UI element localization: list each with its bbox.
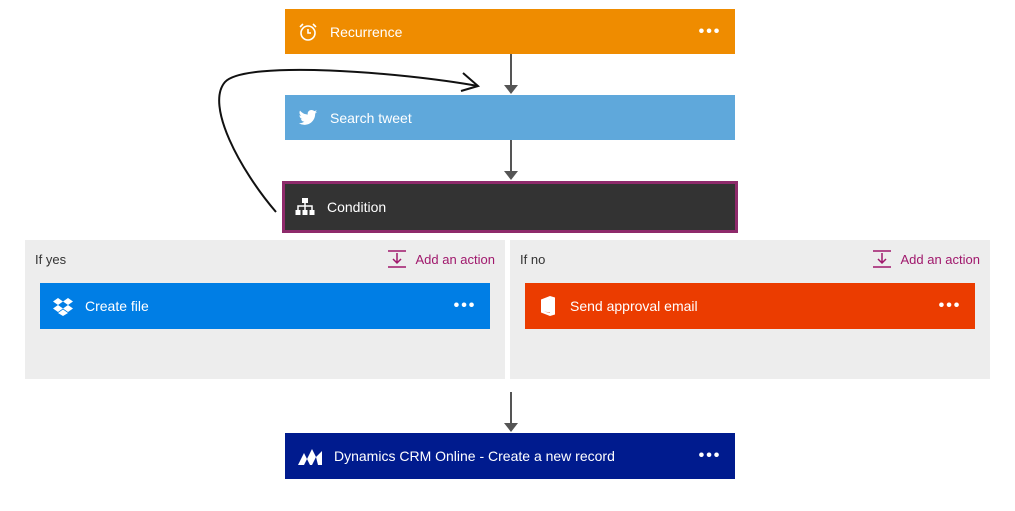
more-options-icon[interactable]: ••• [698, 22, 722, 40]
step-label: Search tweet [330, 109, 412, 126]
connector-arrow-3 [504, 392, 518, 432]
dynamics-crm-icon [298, 446, 322, 466]
add-action-label: Add an action [900, 251, 980, 267]
step-condition[interactable]: Condition [282, 181, 738, 233]
branch-title: If yes [35, 252, 67, 267]
step-label: Condition [327, 199, 387, 215]
twitter-bird-icon [298, 108, 318, 128]
dropbox-icon [53, 296, 73, 316]
more-options-icon[interactable]: ••• [698, 447, 722, 464]
connector-arrow-2 [504, 140, 518, 180]
add-action-button[interactable]: Add an action [872, 249, 980, 269]
hierarchy-icon [295, 197, 315, 217]
branch-title: If no [520, 252, 546, 267]
step-dynamics-crm[interactable]: Dynamics CRM Online - Create a new recor… [285, 433, 735, 479]
action-send-approval-email[interactable]: Send approval email ••• [525, 283, 975, 329]
add-action-label: Add an action [415, 251, 495, 267]
add-action-button[interactable]: Add an action [387, 249, 495, 269]
connector-arrow-1 [504, 54, 518, 94]
step-recurrence[interactable]: Recurrence ••• [285, 9, 735, 54]
alarm-clock-icon [298, 22, 318, 42]
step-search-tweet[interactable]: Search tweet [285, 95, 735, 140]
step-label: Create file [85, 298, 149, 314]
action-create-file[interactable]: Create file ••• [40, 283, 490, 329]
step-label: Send approval email [570, 298, 698, 314]
branch-if-yes: If yes Add an action Create file ••• [25, 240, 505, 379]
step-label: Dynamics CRM Online - Create a new recor… [334, 448, 615, 464]
add-action-icon [873, 250, 892, 268]
branch-if-no: If no Add an action Send approval email … [510, 240, 990, 379]
more-options-icon[interactable]: ••• [938, 297, 962, 314]
add-action-icon [388, 250, 407, 268]
office-icon [538, 296, 558, 316]
step-label: Recurrence [330, 23, 403, 40]
more-options-icon[interactable]: ••• [453, 297, 477, 314]
